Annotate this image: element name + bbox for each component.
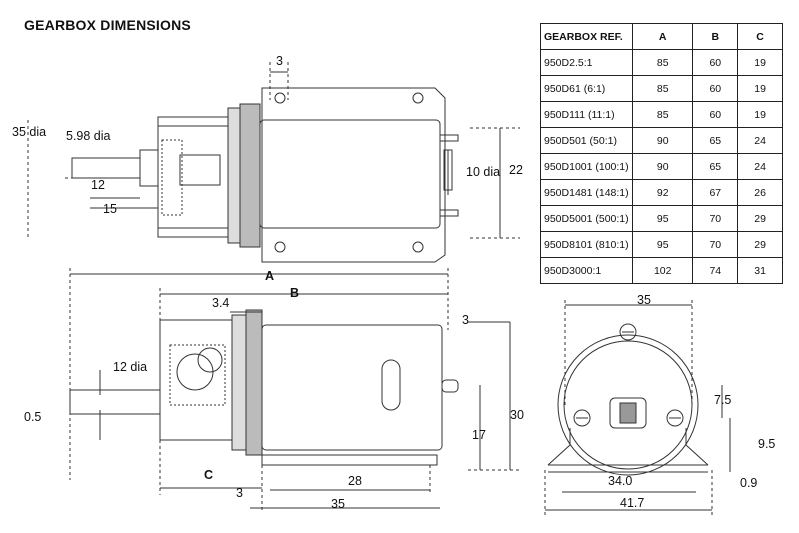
dimension-cell: 29 bbox=[737, 205, 783, 232]
dimension-cell: 70 bbox=[692, 231, 739, 258]
col-header: C bbox=[737, 23, 783, 50]
dim-9-5: 9.5 bbox=[758, 437, 776, 451]
dimension-cell: 65 bbox=[692, 127, 739, 154]
dim-3-4: 3.4 bbox=[212, 296, 230, 310]
dim-34-0: 34.0 bbox=[608, 474, 633, 488]
dim-0-5: 0.5 bbox=[24, 410, 42, 424]
dim-17: 17 bbox=[472, 428, 486, 442]
dimension-cell: 24 bbox=[737, 153, 783, 180]
dim-30: 30 bbox=[510, 408, 524, 422]
dim-12-dia: 12 dia bbox=[113, 360, 148, 374]
dim-height-22: 22 bbox=[509, 163, 523, 177]
dim-35-base: 35 bbox=[331, 497, 345, 511]
gearbox-ref-cell: 950D111 (11:1) bbox=[540, 101, 633, 128]
gearbox-ref-cell: 950D8101 (810:1) bbox=[540, 231, 633, 258]
dimension-cell: 74 bbox=[692, 257, 739, 284]
table-header-row: GEARBOX REF. A B C bbox=[540, 23, 783, 50]
dimension-cell: 90 bbox=[631, 127, 694, 154]
dimension-cell: 24 bbox=[737, 127, 783, 154]
gearbox-ref-cell: 950D3000:1 bbox=[540, 257, 633, 284]
dimension-cell: 60 bbox=[692, 49, 739, 76]
drawing-title: GEARBOX DIMENSIONS bbox=[24, 17, 191, 33]
end-view bbox=[544, 300, 731, 515]
dimension-cell: 92 bbox=[631, 179, 694, 206]
dimension-cell: 19 bbox=[737, 101, 783, 128]
col-header: GEARBOX REF. bbox=[540, 23, 633, 50]
dimension-cell: 85 bbox=[631, 101, 694, 128]
dim-41-7: 41.7 bbox=[620, 496, 645, 510]
dim-C: C bbox=[204, 468, 214, 482]
dim-7-5: 7.5 bbox=[714, 393, 732, 407]
dim-top-gap: 3 bbox=[276, 54, 283, 68]
dim-housing-dia: 35 dia bbox=[12, 125, 47, 139]
top-view bbox=[27, 62, 520, 263]
dimension-cell: 29 bbox=[737, 231, 783, 258]
gearbox-ref-cell: 950D501 (50:1) bbox=[540, 127, 633, 154]
dim-28: 28 bbox=[348, 474, 362, 488]
col-header: A bbox=[631, 23, 694, 50]
col-header: B bbox=[692, 23, 739, 50]
dim-shaft-15: 15 bbox=[103, 202, 117, 216]
side-view bbox=[69, 268, 520, 510]
dimension-cell: 85 bbox=[631, 75, 694, 102]
dimension-cell: 19 bbox=[737, 75, 783, 102]
dimension-cell: 26 bbox=[737, 179, 783, 206]
dimension-cell: 70 bbox=[692, 205, 739, 232]
dimension-cell: 90 bbox=[631, 153, 694, 180]
dim-boss-dia: 10 dia bbox=[466, 165, 501, 179]
dimension-cell: 95 bbox=[631, 231, 694, 258]
dim-A: A bbox=[265, 269, 275, 283]
gearbox-ref-cell: 950D1481 (148:1) bbox=[540, 179, 633, 206]
dimension-cell: 19 bbox=[737, 49, 783, 76]
dimension-cell: 60 bbox=[692, 75, 739, 102]
dimension-cell: 102 bbox=[631, 257, 694, 284]
dimension-cell: 85 bbox=[631, 49, 694, 76]
dim-0-9: 0.9 bbox=[740, 476, 758, 490]
dim-B: B bbox=[290, 286, 300, 300]
dim-shaft-12: 12 bbox=[91, 178, 105, 192]
gearbox-ref-cell: 950D5001 (500:1) bbox=[540, 205, 633, 232]
dim-shaft-dia: 5.98 dia bbox=[66, 129, 111, 143]
gearbox-ref-cell: 950D61 (6:1) bbox=[540, 75, 633, 102]
dimension-cell: 60 bbox=[692, 101, 739, 128]
dim-side-3: 3 bbox=[462, 313, 469, 327]
dimension-cell: 65 bbox=[692, 153, 739, 180]
gearbox-ref-cell: 950D1001 (100:1) bbox=[540, 153, 633, 180]
dim-end-35: 35 bbox=[637, 293, 651, 307]
dimension-cell: 67 bbox=[692, 179, 739, 206]
dim-flange-3: 3 bbox=[236, 486, 243, 500]
gearbox-ref-cell: 950D2.5:1 bbox=[540, 49, 633, 76]
dimension-cell: 95 bbox=[631, 205, 694, 232]
dimension-cell: 31 bbox=[737, 257, 783, 284]
